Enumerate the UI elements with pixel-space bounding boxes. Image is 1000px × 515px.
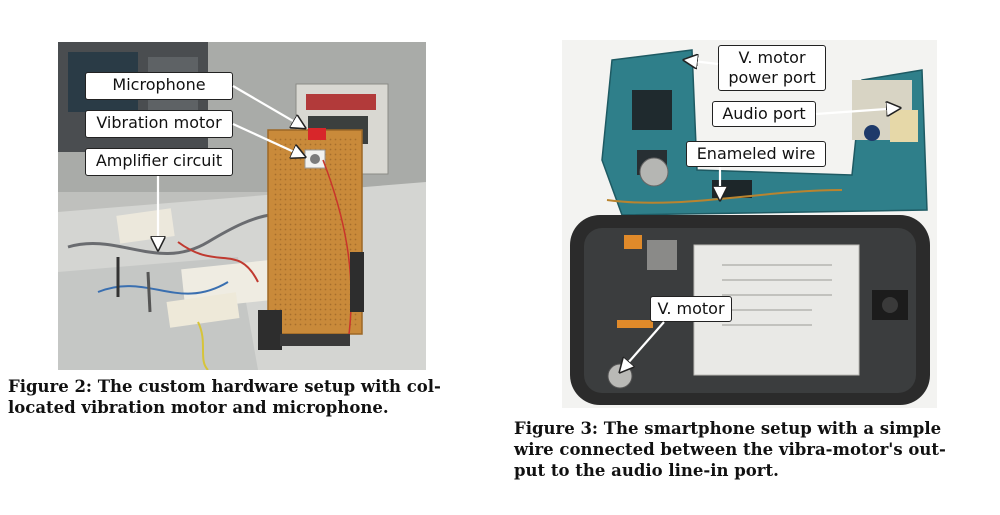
v-motor-power-port-line1: V. motor — [738, 48, 806, 67]
figure2-caption: Figure 2: The custom hardware setup with… — [8, 376, 488, 418]
audio-port-callout: Audio port — [712, 101, 816, 127]
figure3-caption-text1: The smartphone setup with a simple — [603, 419, 942, 438]
amplifier-circuit-callout: Amplifier circuit — [85, 148, 233, 176]
figure2-caption-text1: The custom hardware setup with col- — [97, 377, 441, 396]
figure3-photo — [562, 40, 937, 408]
figure3-label: Figure 3: — [514, 419, 599, 438]
vibration-motor-callout: Vibration motor — [85, 110, 233, 138]
microphone-callout: Microphone — [85, 72, 233, 100]
enameled-wire-callout: Enameled wire — [686, 141, 826, 167]
figure3-caption-line3: put to the audio line-in port. — [514, 461, 779, 480]
v-motor-callout: V. motor — [650, 296, 732, 322]
figure3-caption: Figure 3: The smartphone setup with a si… — [514, 418, 998, 481]
figure3-caption-line1: Figure 3: The smartphone setup with a si… — [514, 418, 998, 439]
v-motor-power-port-line2: power port — [728, 68, 816, 87]
v-motor-power-port-callout: V. motor power port — [718, 45, 826, 91]
figure2-caption-line2: located vibration motor and microphone. — [8, 398, 389, 417]
figure3-caption-line2: wire connected between the vibra-motor's… — [514, 440, 946, 459]
figure2-label: Figure 2: — [8, 377, 93, 396]
figure2-caption-line1: Figure 2: The custom hardware setup with… — [8, 376, 488, 397]
